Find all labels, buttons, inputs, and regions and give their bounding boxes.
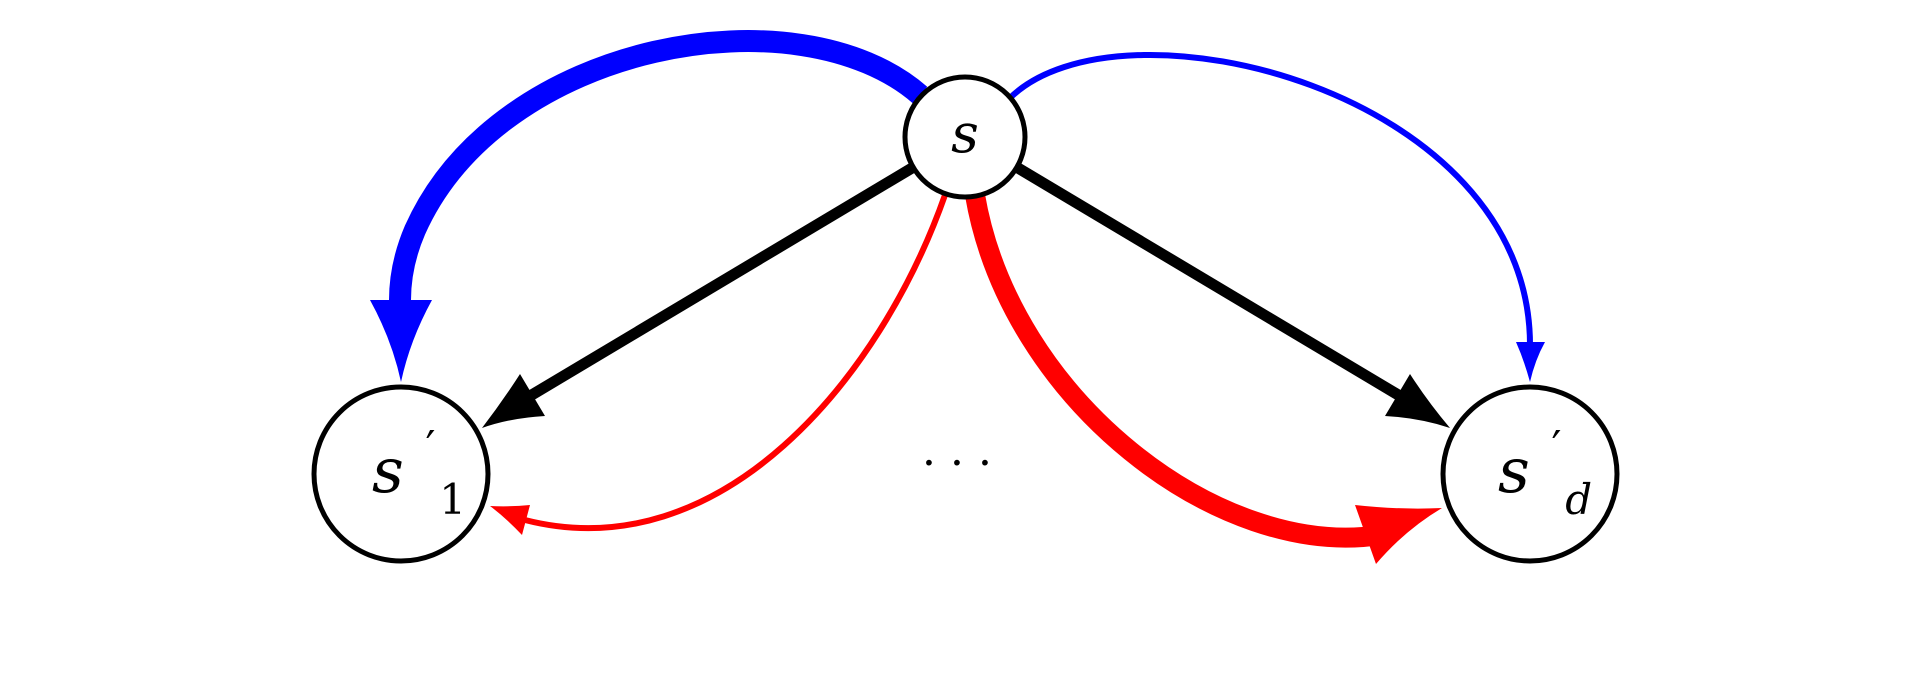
edge-red-thin-curve [524,194,948,532]
node-s-prime-d: s ′ d [1440,384,1620,564]
node-s-prime-d-circle [1440,384,1620,564]
node-s-prime-1-prime: ′ [426,422,436,473]
node-s-prime-1-subscript: 1 [439,475,466,524]
edge-red-thick-curve [965,193,1382,548]
edge-blue-thick-to-left [370,30,928,382]
arrowhead-black-left [482,374,545,428]
node-s-prime-1-base: s [372,434,404,507]
arrowhead-blue-thin [1516,342,1545,382]
node-s-prime-d-subscript: d [1565,475,1592,524]
edge-blue-thin-to-right [1007,51,1545,382]
edge-black-right-line [1015,163,1403,401]
node-s-prime-d-base: s [1498,434,1530,507]
edge-blue-thick-curve [389,30,928,301]
edge-black-to-left [482,163,915,428]
arrowhead-black-right [1385,374,1450,428]
node-s-prime-1-label: s ′ 1 [372,404,466,524]
node-s-prime-d-label: s ′ d [1498,404,1592,524]
node-s-label: s [951,102,979,165]
node-s-prime-d-prime: ′ [1552,422,1562,473]
ellipsis: · · · [922,438,992,489]
node-s-circle [902,74,1028,200]
arrowhead-blue-thick [370,300,432,382]
edge-red-thin-to-left [490,194,948,535]
node-s: s [902,74,1028,200]
arrowhead-red-thin [490,505,530,535]
edge-black-to-right [1015,163,1450,428]
edge-red-thick-to-right [965,193,1442,564]
edge-black-left-line [527,163,915,401]
edge-blue-thin-curve [1007,51,1533,346]
arrowhead-red-thick [1355,505,1442,564]
node-s-prime-1-circle [311,384,491,564]
node-s-prime-1: s ′ 1 [311,384,491,564]
